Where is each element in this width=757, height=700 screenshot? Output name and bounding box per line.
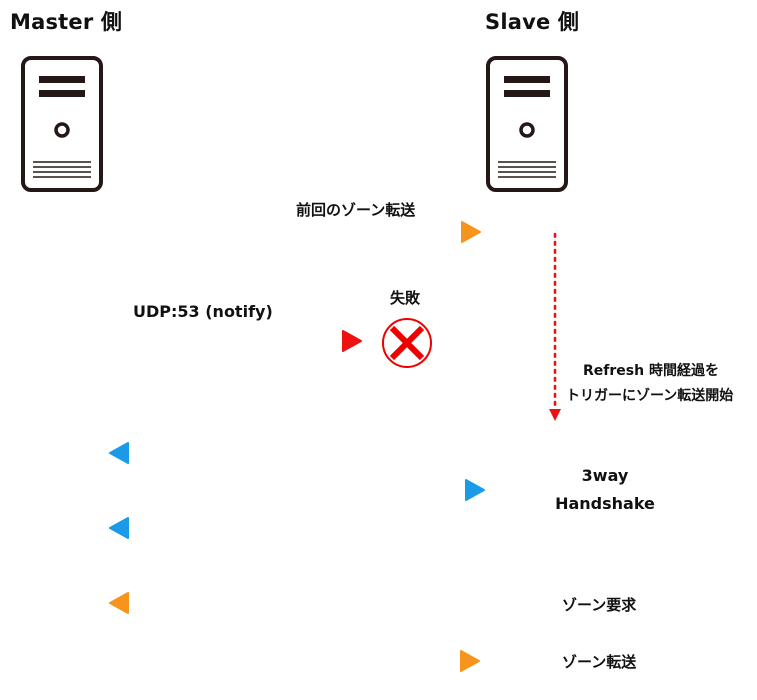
zone-request-label: ゾーン要求 xyxy=(562,596,637,614)
zone-transfer-arrow-head xyxy=(460,650,480,672)
refresh-note-line1: Refresh 時間経過を xyxy=(583,363,719,379)
handshake-2-arrow-head xyxy=(465,479,485,501)
slave-title: Slave 側 xyxy=(485,10,580,34)
zone-transfer-label: ゾーン転送 xyxy=(562,653,637,671)
handshake-1-arrow xyxy=(109,442,524,464)
zone-transfer-arrow xyxy=(63,650,480,672)
handshake-note-line2: Handshake xyxy=(555,494,655,513)
slave-server-icon xyxy=(486,56,568,192)
handshake-3-arrow-head xyxy=(109,517,129,539)
zone-request-arrow xyxy=(109,592,524,614)
failure-x-icon xyxy=(382,318,432,368)
previous-transfer-arrow-head xyxy=(461,221,481,243)
zone-request-arrow-head xyxy=(109,592,129,614)
master-server-icon xyxy=(21,56,103,192)
master-title: Master 側 xyxy=(10,10,123,34)
handshake-3-arrow xyxy=(109,517,524,539)
notify-label: UDP:53 (notify) xyxy=(133,302,273,321)
previous-transfer-arrow xyxy=(63,221,481,243)
refresh-note-line2: トリガーにゾーン転送開始 xyxy=(566,388,734,404)
handshake-2-arrow xyxy=(63,479,485,501)
failure-label: 失敗 xyxy=(390,289,421,307)
refresh-timer-arrow xyxy=(549,232,561,421)
notify-arrow-head xyxy=(342,330,362,352)
handshake-note-line1: 3way xyxy=(581,466,629,485)
notify-arrow xyxy=(63,330,362,352)
handshake-1-arrow-head xyxy=(109,442,129,464)
previous-transfer-label: 前回のゾーン転送 xyxy=(296,201,416,219)
